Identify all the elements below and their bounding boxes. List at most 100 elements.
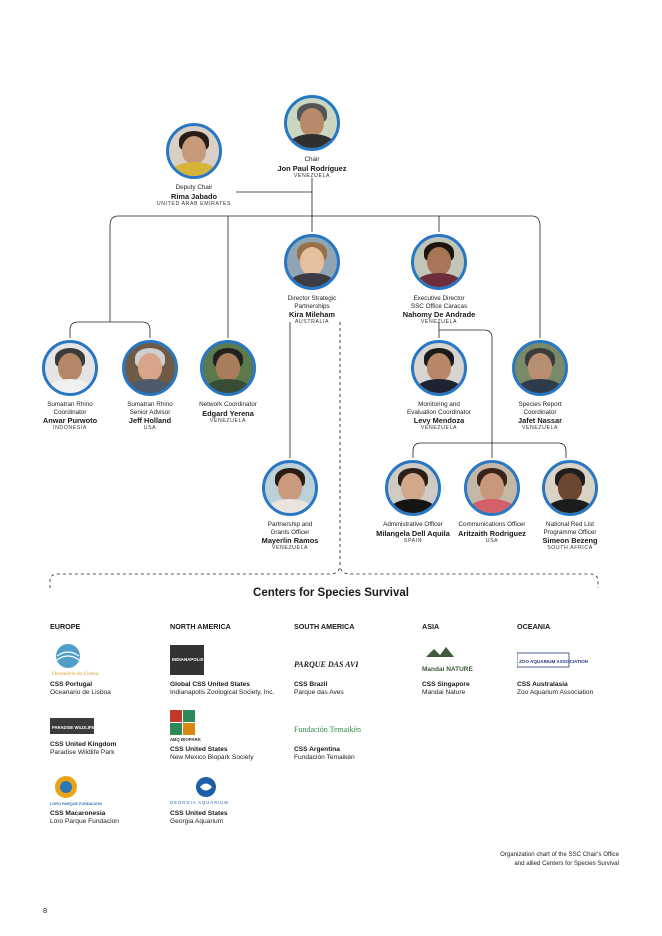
region-asia: ASIA bbox=[422, 622, 440, 631]
species-report-country: VENEZUELA bbox=[521, 425, 559, 432]
person-deputy-chair: Deputy Chair Rima Jabado UNITED ARAB EMI… bbox=[134, 123, 254, 208]
network-role: Network Coordinator bbox=[199, 401, 257, 408]
center-title: CSS United States bbox=[170, 810, 228, 817]
comms-name: Aritzaith Rodriguez bbox=[458, 528, 526, 538]
indianapolis-logo: INDIANAPOLIS ZOO bbox=[170, 643, 300, 677]
center-title: CSS Portugal bbox=[50, 681, 93, 688]
rhino-advisor-photo bbox=[122, 340, 178, 396]
svg-text:PARQUE DAS AVES: PARQUE DAS AVES bbox=[294, 660, 358, 669]
center-us-georgia: GEORGIA AQUARIUM CSS United States Georg… bbox=[170, 772, 300, 826]
oceanario-logo: Oceanário de Lisboa bbox=[50, 643, 180, 677]
center-org: Zoo Aquarium Association bbox=[517, 689, 594, 696]
person-communications-officer: Communications Officer Aritzaith Rodrigu… bbox=[432, 460, 552, 545]
temaiken-logo: Fundación Temaikèn bbox=[294, 708, 424, 742]
redlist-role: National Red List Programme Officer bbox=[543, 521, 597, 536]
svg-text:Mandai NATURE: Mandai NATURE bbox=[422, 666, 473, 673]
person-executive-director: Executive Director SSC Office Caracas Na… bbox=[379, 234, 499, 326]
center-portugal: Oceanário de Lisboa CSS Portugal Oceanar… bbox=[50, 643, 180, 697]
chair-photo bbox=[284, 95, 340, 151]
center-brazil: PARQUE DAS AVES CSS Brazil Parque das Av… bbox=[294, 643, 424, 697]
deputy-role: Deputy Chair bbox=[175, 184, 213, 191]
center-org: Indianapolis Zoological Society, Inc. bbox=[170, 689, 275, 696]
region-oceania: OCEANIA bbox=[517, 622, 551, 631]
parque-das-aves-logo: PARQUE DAS AVES bbox=[294, 643, 424, 677]
center-title: CSS Australasia bbox=[517, 681, 568, 688]
rhino-coordinator-country: INDONESIA bbox=[53, 425, 87, 432]
network-country: VENEZUELA bbox=[209, 417, 247, 424]
center-united-kingdom: PARADISE WILDLIFE PARK CSS United Kingdo… bbox=[50, 715, 180, 757]
partnership-role: Partnership and Grants Officer bbox=[267, 521, 313, 536]
person-monitoring-coordinator: Monitoring and Evaluation Coordinator Le… bbox=[379, 340, 499, 432]
center-singapore: Mandai NATURE CSS Singapore Mandai Natur… bbox=[422, 643, 552, 697]
center-org: New Mexico Biopark Society bbox=[170, 754, 254, 761]
center-title: CSS Macaronesia bbox=[50, 810, 106, 817]
region-north-america: NORTH AMERICA bbox=[170, 622, 231, 631]
admin-role: Administrative Officer bbox=[383, 521, 443, 528]
person-rhino-coordinator: Sumatran Rhino Coordinator Anwar Purwoto… bbox=[10, 340, 130, 432]
network-name: Edgard Yerena bbox=[202, 408, 254, 418]
redlist-name: Simeon Bezeng bbox=[542, 536, 598, 546]
paradise-logo: PARADISE WILDLIFE PARK bbox=[50, 715, 180, 737]
person-species-report: Species Report Coordinator Jafet Nassar … bbox=[480, 340, 600, 432]
center-title: Global CSS United States bbox=[170, 681, 250, 688]
rhino-coordinator-role: Sumatran Rhino Coordinator bbox=[47, 401, 93, 416]
comms-country: USA bbox=[485, 537, 499, 544]
center-org: Georgia Aquarium bbox=[170, 818, 224, 825]
person-administrative-officer: Administrative Officer Milangela Dell Aq… bbox=[353, 460, 473, 545]
strategic-role: Director Strategic Partnerships bbox=[287, 295, 337, 310]
strategic-photo bbox=[284, 234, 340, 290]
region-south-america: SOUTH AMERICA bbox=[294, 622, 355, 631]
rhino-advisor-country: USA bbox=[143, 425, 157, 432]
monitoring-country: VENEZUELA bbox=[420, 425, 458, 432]
svg-text:ZOO AQUARIUM ASSOCIATION: ZOO AQUARIUM ASSOCIATION bbox=[519, 659, 589, 664]
species-report-role: Species Report Coordinator bbox=[518, 401, 562, 416]
center-org: Fundación Temaikèn bbox=[294, 754, 355, 761]
mandai-logo: Mandai NATURE bbox=[422, 643, 552, 677]
zaa-logo: ZOO AQUARIUM ASSOCIATION bbox=[516, 643, 647, 677]
deputy-name: Rima Jabado bbox=[170, 191, 217, 201]
person-partnership-officer: Partnership and Grants Officer Mayerlin … bbox=[230, 460, 350, 552]
center-australasia: ZOO AQUARIUM ASSOCIATION CSS Australasia… bbox=[516, 643, 647, 697]
person-director-strategic: Director Strategic Partnerships Kira Mil… bbox=[252, 234, 372, 326]
executive-name: Nahomy De Andrade bbox=[402, 310, 476, 320]
page-number: 8 bbox=[43, 906, 48, 915]
species-report-photo bbox=[512, 340, 568, 396]
admin-photo bbox=[385, 460, 441, 516]
abq-biopark-logo: ABQ BIOPARK bbox=[170, 708, 300, 742]
center-org: Oceanario de Lisboa bbox=[50, 689, 111, 696]
center-global-us: INDIANAPOLIS ZOO Global CSS United State… bbox=[170, 643, 300, 697]
monitoring-role: Monitoring and Evaluation Coordinator bbox=[406, 401, 472, 416]
monitoring-photo bbox=[411, 340, 467, 396]
center-macaronesia: LORO PARQUE FUNDACIÓN CSS Macaronesia Lo… bbox=[50, 772, 180, 826]
georgia-aquarium-logo: GEORGIA AQUARIUM bbox=[170, 772, 300, 806]
rhino-coordinator-name: Anwar Purwoto bbox=[42, 416, 98, 426]
admin-country: SPAIN bbox=[403, 537, 423, 544]
rhino-advisor-name: Jeff Holland bbox=[128, 416, 172, 426]
executive-photo bbox=[411, 234, 467, 290]
svg-text:Fundación Temaikèn: Fundación Temaikèn bbox=[294, 725, 361, 734]
monitoring-name: Levy Mendoza bbox=[413, 416, 465, 426]
region-europe: EUROPE bbox=[50, 622, 81, 631]
svg-text:GEORGIA AQUARIUM: GEORGIA AQUARIUM bbox=[170, 800, 229, 805]
chair-name: Jon Paul Rodríguez bbox=[277, 163, 347, 173]
center-title: CSS Brazil bbox=[294, 681, 328, 688]
loro-parque-logo: LORO PARQUE FUNDACIÓN bbox=[50, 772, 180, 806]
center-org: Paradise Wildlife Park bbox=[50, 749, 115, 756]
redlist-country: SOUTH AFRICA bbox=[547, 545, 593, 552]
person-network-coordinator: Network Coordinator Edgard Yerena VENEZU… bbox=[168, 340, 288, 425]
center-title: CSS Argentina bbox=[294, 746, 340, 753]
partnership-country: VENEZUELA bbox=[271, 545, 309, 552]
person-chair: Chair Jon Paul Rodríguez VENEZUELA bbox=[252, 95, 372, 180]
species-report-name: Jafet Nassar bbox=[518, 416, 562, 426]
center-org: Parque das Aves bbox=[294, 689, 344, 696]
partnership-name: Mayerlin Ramos bbox=[261, 536, 319, 546]
comms-role: Communications Officer bbox=[458, 521, 526, 528]
partnership-photo bbox=[262, 460, 318, 516]
strategic-name: Kira Mileham bbox=[288, 310, 335, 320]
strategic-country: AUSTRALIA bbox=[294, 319, 330, 326]
admin-name: Milangela Dell Aquila bbox=[376, 528, 450, 538]
rhino-advisor-role: Sumatran Rhino Senior Advisor bbox=[127, 401, 173, 416]
executive-role: Executive Director SSC Office Caracas bbox=[410, 295, 468, 310]
chair-role: Chair bbox=[304, 156, 320, 163]
